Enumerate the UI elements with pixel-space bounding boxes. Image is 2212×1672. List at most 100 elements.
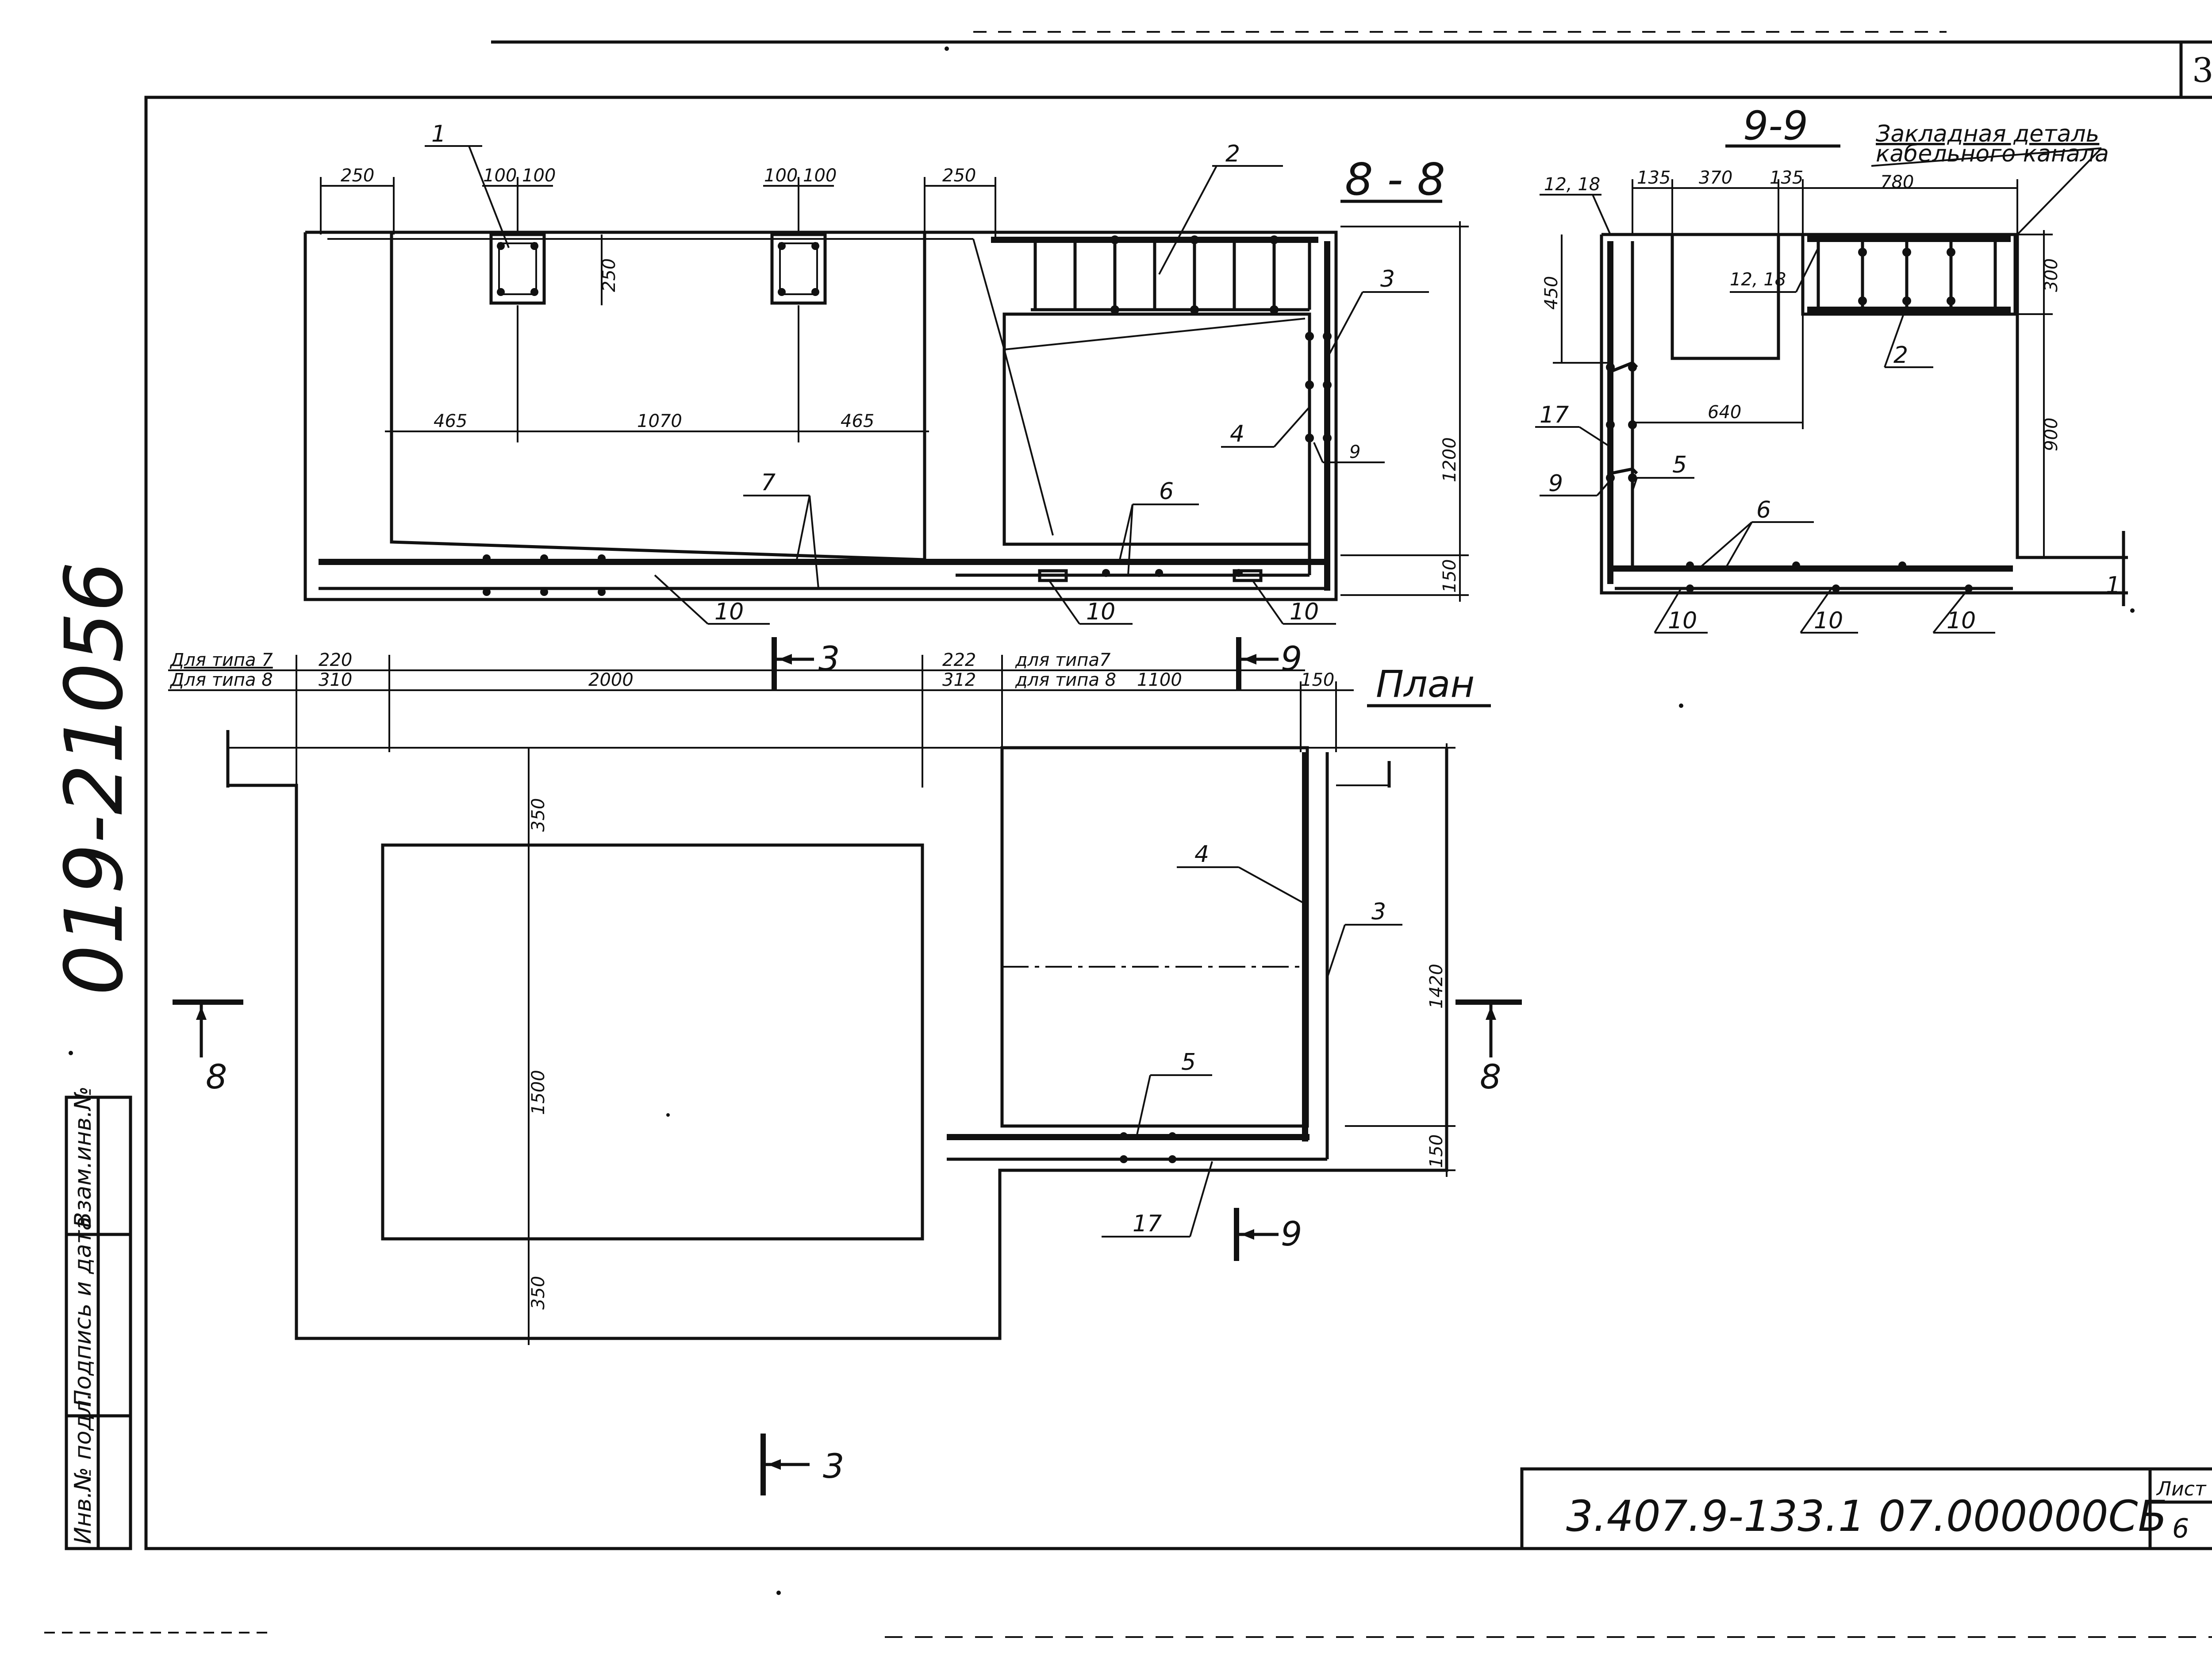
dim-300: 300 [2041,258,2062,292]
plan-dim-150-top: 150 [1301,670,1334,690]
callout-7: 7 [761,469,776,496]
callout-10-s9-b: 10 [1814,607,1843,634]
callout-17-s9: 17 [1540,402,1569,428]
svg-text:9: 9 [1281,1214,1302,1253]
sheet-frame: 33 [44,31,2212,1638]
plan-type7-label-left: Для типа 7 [169,650,273,670]
dim-1200: 1200 [1440,437,1460,482]
stamp-label-inventory: Инв.№ подл. [70,1393,96,1544]
callout-12-18-inner: 12, 18 [1730,269,1786,290]
plan-title: План [1376,662,1475,706]
embedded-part-line1: Закладная деталь [1876,121,2099,147]
dim-100-b: 100 [522,165,556,186]
section-mark-9-bottom: 9 [1234,1208,1302,1261]
svg-text:8: 8 [1480,1057,1501,1096]
dim-640: 640 [1708,402,1741,423]
dim-135-a: 135 [1637,168,1671,188]
dim-250-socket: 250 [599,258,619,292]
cage-stirrups [1033,240,1311,310]
section-8-8: 8 - 8 [303,121,1469,625]
plan-type8-label-right: для типа 8 [1015,670,1116,690]
plan-type8-label-left: Для типа 8 [169,670,273,690]
svg-text:3: 3 [823,1446,844,1486]
list-label: Лист [2156,1478,2207,1500]
elevation-mark: 1 [2106,572,2120,599]
section-8-callouts: 1 2 3 4 9 6 7 10 1 [425,121,1429,625]
plan-dim-2000: 2000 [588,670,634,690]
callout-9-s9: 9 [1548,470,1563,497]
section-mark-3-top: 3 [772,637,840,690]
plan-dim-350-top: 350 [528,798,549,832]
section-9-title: 9-9 [1743,103,1808,149]
callout-2-s9: 2 [1893,342,1908,369]
plan-dimensions-top: Для типа 7 Для типа 8 220 310 2000 222 3… [168,650,1354,792]
plan-dim-150-right: 150 [1426,1134,1447,1168]
callout-1: 1 [431,121,446,147]
callout-2: 2 [1225,141,1240,167]
callout-5-s9: 5 [1672,452,1687,478]
section-9-dimensions: 135 370 135 780 450 640 300 900 [1541,168,2062,557]
svg-text:9: 9 [1281,639,1302,678]
plan-dim-222: 222 [942,650,976,670]
plan-callout-4: 4 [1194,841,1209,868]
side-stamp: Взам.инв.№ Подпись и дата Инв.№ подл. [65,1086,132,1550]
stamp-label-replacement: Взам.инв.№ [70,1086,96,1228]
plan-dim-310: 310 [319,670,352,690]
plan-dim-312: 312 [942,670,976,690]
dim-370: 370 [1699,168,1732,188]
dim-100-c: 100 [764,165,798,186]
plan-dim-1100: 1100 [1137,670,1182,690]
dim-150: 150 [1440,559,1460,593]
dim-465-right: 465 [841,411,874,431]
section-marks: 3 9 8 8 9 3 [173,637,1522,1495]
dim-250-right: 250 [942,165,976,186]
plan-callout-17: 17 [1133,1211,1162,1237]
callout-10-a: 10 [714,599,744,625]
callout-6-s9: 6 [1756,497,1771,523]
plan-dim-1500: 1500 [528,1070,549,1115]
callout-9: 9 [1349,442,1360,462]
callout-10-s9-a: 10 [1668,607,1697,634]
callout-10-s9-c: 10 [1947,607,1976,634]
plan-callout-5: 5 [1181,1049,1196,1076]
plan-dim-350-bottom: 350 [528,1276,549,1310]
callout-10-b: 10 [1086,599,1115,625]
section-8-dimensions: 250 100 100 100 100 250 250 465 1070 465 [320,165,1469,602]
plan-dimensions-vertical: 350 1500 350 1420 150 [528,743,1455,1310]
section-8-title: 8 - 8 [1345,154,1445,205]
svg-text:8: 8 [206,1057,227,1096]
section-9-callouts: 12, 18 12, 18 2 17 9 5 6 10 [1535,174,1995,634]
callout-3: 3 [1380,266,1395,292]
section-9-9: 9-9 Закладная деталь кабельного канала [1535,103,2128,634]
archive-number: 019-21056 [48,561,141,996]
svg-text:3: 3 [818,639,840,678]
section-mark-8-right: 8 [1455,999,1522,1096]
list-number: 6 [2172,1513,2189,1544]
callout-4: 4 [1230,421,1244,447]
dim-100-d: 100 [803,165,837,186]
document-designation: 3.407.9-133.1 07.000000СБ [1566,1491,2167,1541]
callout-6: 6 [1159,478,1174,505]
stamp-label-signature: Подпись и дата [70,1216,96,1407]
dim-250-left: 250 [341,165,374,186]
plan-dim-220: 220 [319,650,352,670]
scan-specks [69,46,2135,1595]
dim-780: 780 [1880,172,1914,192]
plan-type7-label-right: для типа7 [1015,650,1111,670]
plan-view: План Для типа 7 Дл [168,650,1491,1345]
dim-1070: 1070 [637,411,682,431]
page-number: 33 [2192,50,2212,90]
callout-12-18-left: 12, 18 [1544,174,1600,195]
plan-callout-3: 3 [1371,899,1386,925]
callout-10-c: 10 [1290,599,1319,625]
title-block: 3.407.9-133.1 07.000000СБ Лист 6 [1520,1467,2212,1550]
dim-135-b: 135 [1770,168,1803,188]
dim-900: 900 [2041,418,2062,451]
section-mark-3-bottom: 3 [760,1434,844,1495]
section-mark-9-top: 9 [1236,637,1302,690]
section-mark-8-left: 8 [173,999,243,1096]
plan-dim-1420: 1420 [1426,964,1447,1009]
dim-465-left: 465 [434,411,467,431]
dim-450: 450 [1541,276,1562,310]
